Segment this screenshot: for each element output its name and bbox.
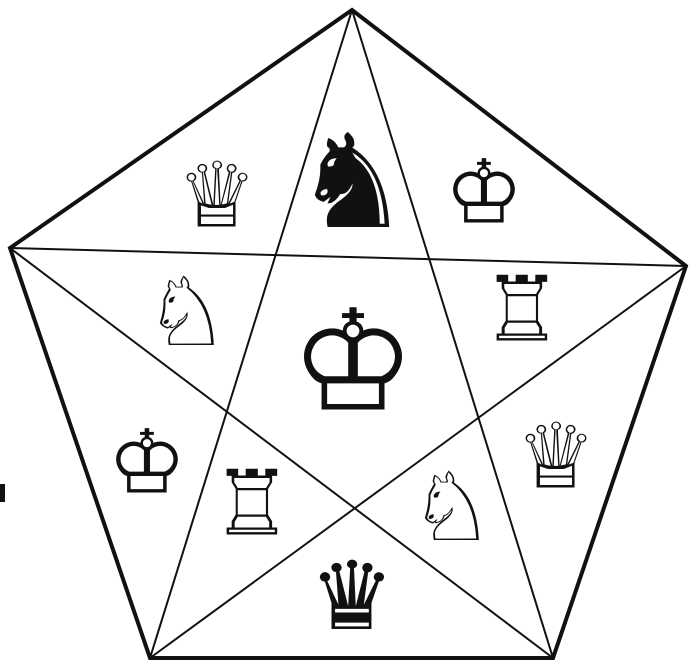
black-knight-icon-glyph: ♞: [294, 106, 411, 258]
black-knight-icon: ♞: [294, 106, 411, 258]
white-rook-icon: ♖: [212, 452, 293, 557]
black-queen-icon-glyph: ♛: [309, 542, 394, 652]
white-queen-icon: ♕: [177, 144, 258, 249]
edge-mark: [0, 484, 5, 502]
crown-icon-glyph: ♔: [290, 281, 416, 444]
pieces-layer: ♞♕♔♘♖♔♔♕♖♘♛: [108, 106, 597, 652]
crown-icon: ♔: [290, 281, 416, 444]
white-king-icon: ♔: [108, 411, 187, 514]
white-rook-icon-glyph: ♖: [482, 258, 563, 363]
black-queen-icon: ♛: [309, 542, 394, 652]
white-knight-icon-glyph: ♘: [144, 258, 229, 368]
white-queen-icon-glyph: ♕: [177, 144, 258, 249]
white-knight-icon: ♘: [144, 258, 229, 368]
white-knight-icon-glyph: ♘: [409, 453, 494, 563]
white-king-icon-glyph: ♔: [108, 411, 187, 514]
white-knight-icon: ♘: [409, 453, 494, 563]
white-rook-icon: ♖: [482, 258, 563, 363]
white-rook-icon-glyph: ♖: [212, 452, 293, 557]
white-king-icon: ♔: [445, 141, 524, 244]
white-queen-icon: ♕: [516, 405, 597, 510]
white-queen-icon-glyph: ♕: [516, 405, 597, 510]
white-king-icon-glyph: ♔: [445, 141, 524, 244]
